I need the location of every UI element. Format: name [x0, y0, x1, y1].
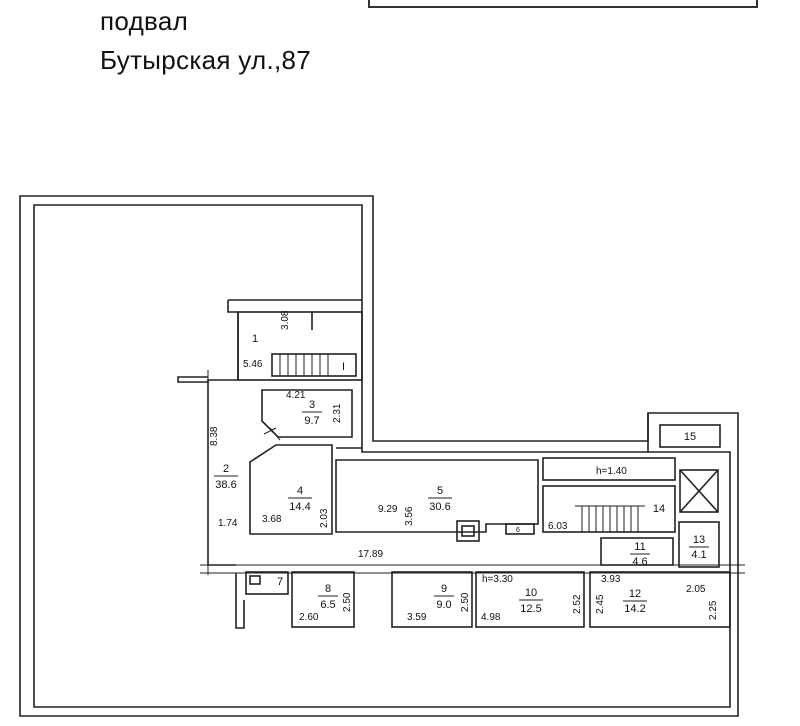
room-11-number: 11	[634, 541, 645, 553]
dim-2-60: 2.60	[299, 612, 319, 623]
room-h140-outline	[542, 457, 676, 481]
room-15-number: 15	[684, 431, 696, 443]
dim-2-03: 2.03	[319, 508, 330, 528]
room-8-area: 6.5	[320, 599, 335, 611]
room-14-outline	[542, 485, 676, 533]
room-10-number: 10	[525, 587, 537, 599]
room-5-outline	[335, 459, 539, 533]
dim-3-08: 3.08	[280, 310, 291, 330]
room-4-outline	[249, 444, 333, 535]
room-3-outline	[261, 389, 353, 438]
room-2-area: 38.6	[215, 479, 236, 491]
dim-4-98: 4.98	[481, 612, 501, 623]
room-5-number: 5	[437, 485, 443, 497]
room-7-side-wall	[235, 573, 245, 629]
dim-4-21: 4.21	[286, 390, 306, 401]
dim-2-52: 2.52	[572, 594, 583, 614]
dim-8-38: 8.38	[209, 426, 220, 446]
room-9-area: 9.0	[436, 599, 451, 611]
room-15-outline	[659, 424, 721, 448]
stair-treads	[263, 354, 645, 532]
inner-boundary	[33, 204, 731, 708]
top-frame-fragment	[368, 0, 758, 8]
room-9-number: 9	[441, 583, 447, 595]
dim-2-50-b: 2.50	[460, 592, 471, 612]
dim-2-50-a: 2.50	[342, 592, 353, 612]
room-11-outline	[600, 537, 674, 566]
room-7-outline	[245, 571, 289, 595]
dim-3-93: 3.93	[601, 574, 621, 585]
lift-shaft	[679, 469, 719, 513]
room-3-number: 3	[309, 399, 315, 411]
dim-2-25: 2.25	[708, 600, 719, 620]
room-7-number: 7	[277, 576, 283, 588]
dim-3-56: 3.56	[404, 506, 415, 526]
room-4-area: 14.4	[289, 501, 310, 513]
dim-5-46: 5.46	[243, 359, 263, 370]
room-10-outline	[475, 571, 585, 628]
dimension-labels: 3.08 5.46 4.21 2.31 8.38 3.68 2.03 1.74 …	[209, 310, 719, 623]
room-13-outline	[678, 521, 720, 568]
corridor-box	[456, 520, 480, 542]
dim-2-05: 2.05	[686, 584, 706, 595]
stair-mark: I	[342, 361, 345, 373]
lift-cross-b	[679, 469, 719, 513]
room-8-outline	[291, 571, 355, 628]
room-1-outline	[237, 311, 363, 381]
height-1-40: h=1.40	[596, 466, 627, 477]
dim-2-31: 2.31	[332, 403, 343, 423]
room-5-area: 30.6	[429, 501, 450, 513]
room-12-number: 12	[629, 588, 641, 600]
room-13-area: 4.1	[691, 549, 706, 561]
room-10-area: 12.5	[520, 603, 541, 615]
stair-1	[271, 353, 357, 377]
room-labels: 1 2 38.6 3 9.7 4 14.4 5 30.6 7 8 6.5 9 9…	[214, 333, 709, 615]
small-room-6	[505, 523, 535, 535]
room-2-number: 2	[223, 463, 229, 475]
room-13-number: 13	[693, 534, 705, 546]
room-14-number: 14	[653, 503, 665, 515]
corridor-box-inner	[461, 525, 475, 537]
plan-walls	[19, 195, 745, 717]
room-12-area: 14.2	[624, 603, 645, 615]
room-3-area: 9.7	[304, 415, 319, 427]
outer-boundary	[19, 195, 739, 717]
room-9-outline	[391, 571, 473, 628]
building-left-wall	[177, 300, 239, 383]
room-8-number: 8	[325, 583, 331, 595]
plan-title-floor: подвал	[100, 6, 189, 36]
room-7-fixture	[249, 575, 261, 585]
room-4-number: 4	[297, 485, 303, 497]
dim-17-89: 17.89	[358, 549, 383, 560]
dim-9-29: 9.29	[378, 504, 398, 515]
dim-1-74: 1.74	[218, 518, 238, 529]
dim-6-03: 6.03	[548, 521, 568, 532]
height-3-30: h=3.30	[482, 574, 513, 585]
room-12-outline	[589, 571, 731, 628]
small-room-6-label: 6	[516, 527, 520, 534]
dim-3-59: 3.59	[407, 612, 427, 623]
plan-title-address: Бутырская ул.,87	[100, 45, 312, 75]
room-1-number: 1	[252, 333, 258, 345]
door-swing	[263, 427, 277, 435]
dim-2-45: 2.45	[595, 594, 606, 614]
dim-3-68: 3.68	[262, 514, 282, 525]
room-11-area: 4.6	[632, 556, 647, 568]
